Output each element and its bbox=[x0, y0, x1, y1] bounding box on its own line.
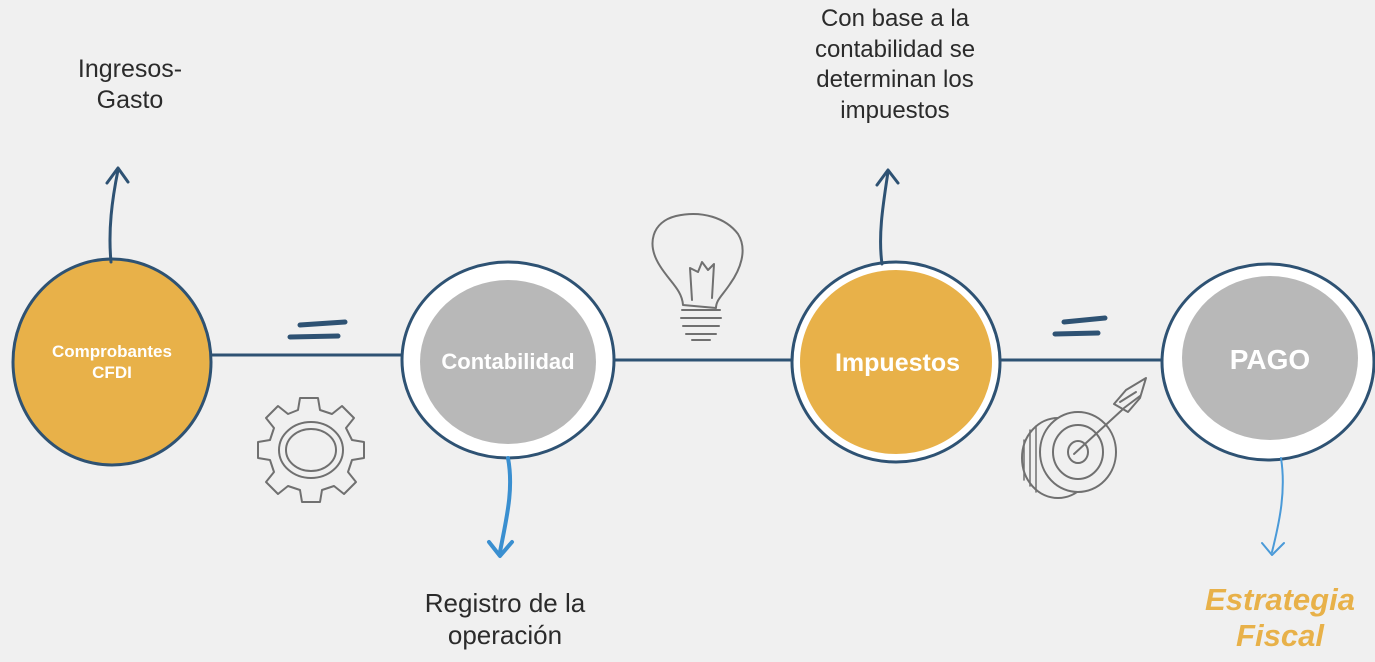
lightbulb-icon bbox=[651, 213, 744, 341]
node-label-pago: PAGO bbox=[1229, 344, 1311, 376]
target-icon bbox=[1021, 377, 1147, 499]
node-label-contabilidad: Contabilidad bbox=[441, 349, 575, 375]
arrow-up-ingresos bbox=[105, 166, 130, 264]
equals-icon bbox=[1052, 315, 1108, 337]
node-label-comprobantes: Comprobantes CFDI bbox=[52, 342, 172, 382]
arrow-down-registro bbox=[487, 456, 514, 558]
annotation-estrategia: Estrategia Fiscal bbox=[1205, 582, 1355, 653]
gear-icon bbox=[257, 397, 365, 503]
arrow-down-estrategia bbox=[1261, 457, 1285, 556]
annotation-con-base: Con base a la contabilidad se determinan… bbox=[814, 5, 976, 125]
node-pago bbox=[1182, 276, 1358, 440]
node-impuestos bbox=[800, 270, 992, 454]
node-contabilidad bbox=[420, 280, 596, 444]
equals-icon bbox=[287, 319, 348, 340]
arrow-up-impuestos bbox=[875, 168, 900, 266]
annotation-ingresos-gasto: Ingresos- Gasto bbox=[77, 55, 183, 115]
node-label-impuestos: Impuestos bbox=[834, 348, 961, 377]
annotation-registro: Registro de la operación bbox=[424, 588, 586, 650]
